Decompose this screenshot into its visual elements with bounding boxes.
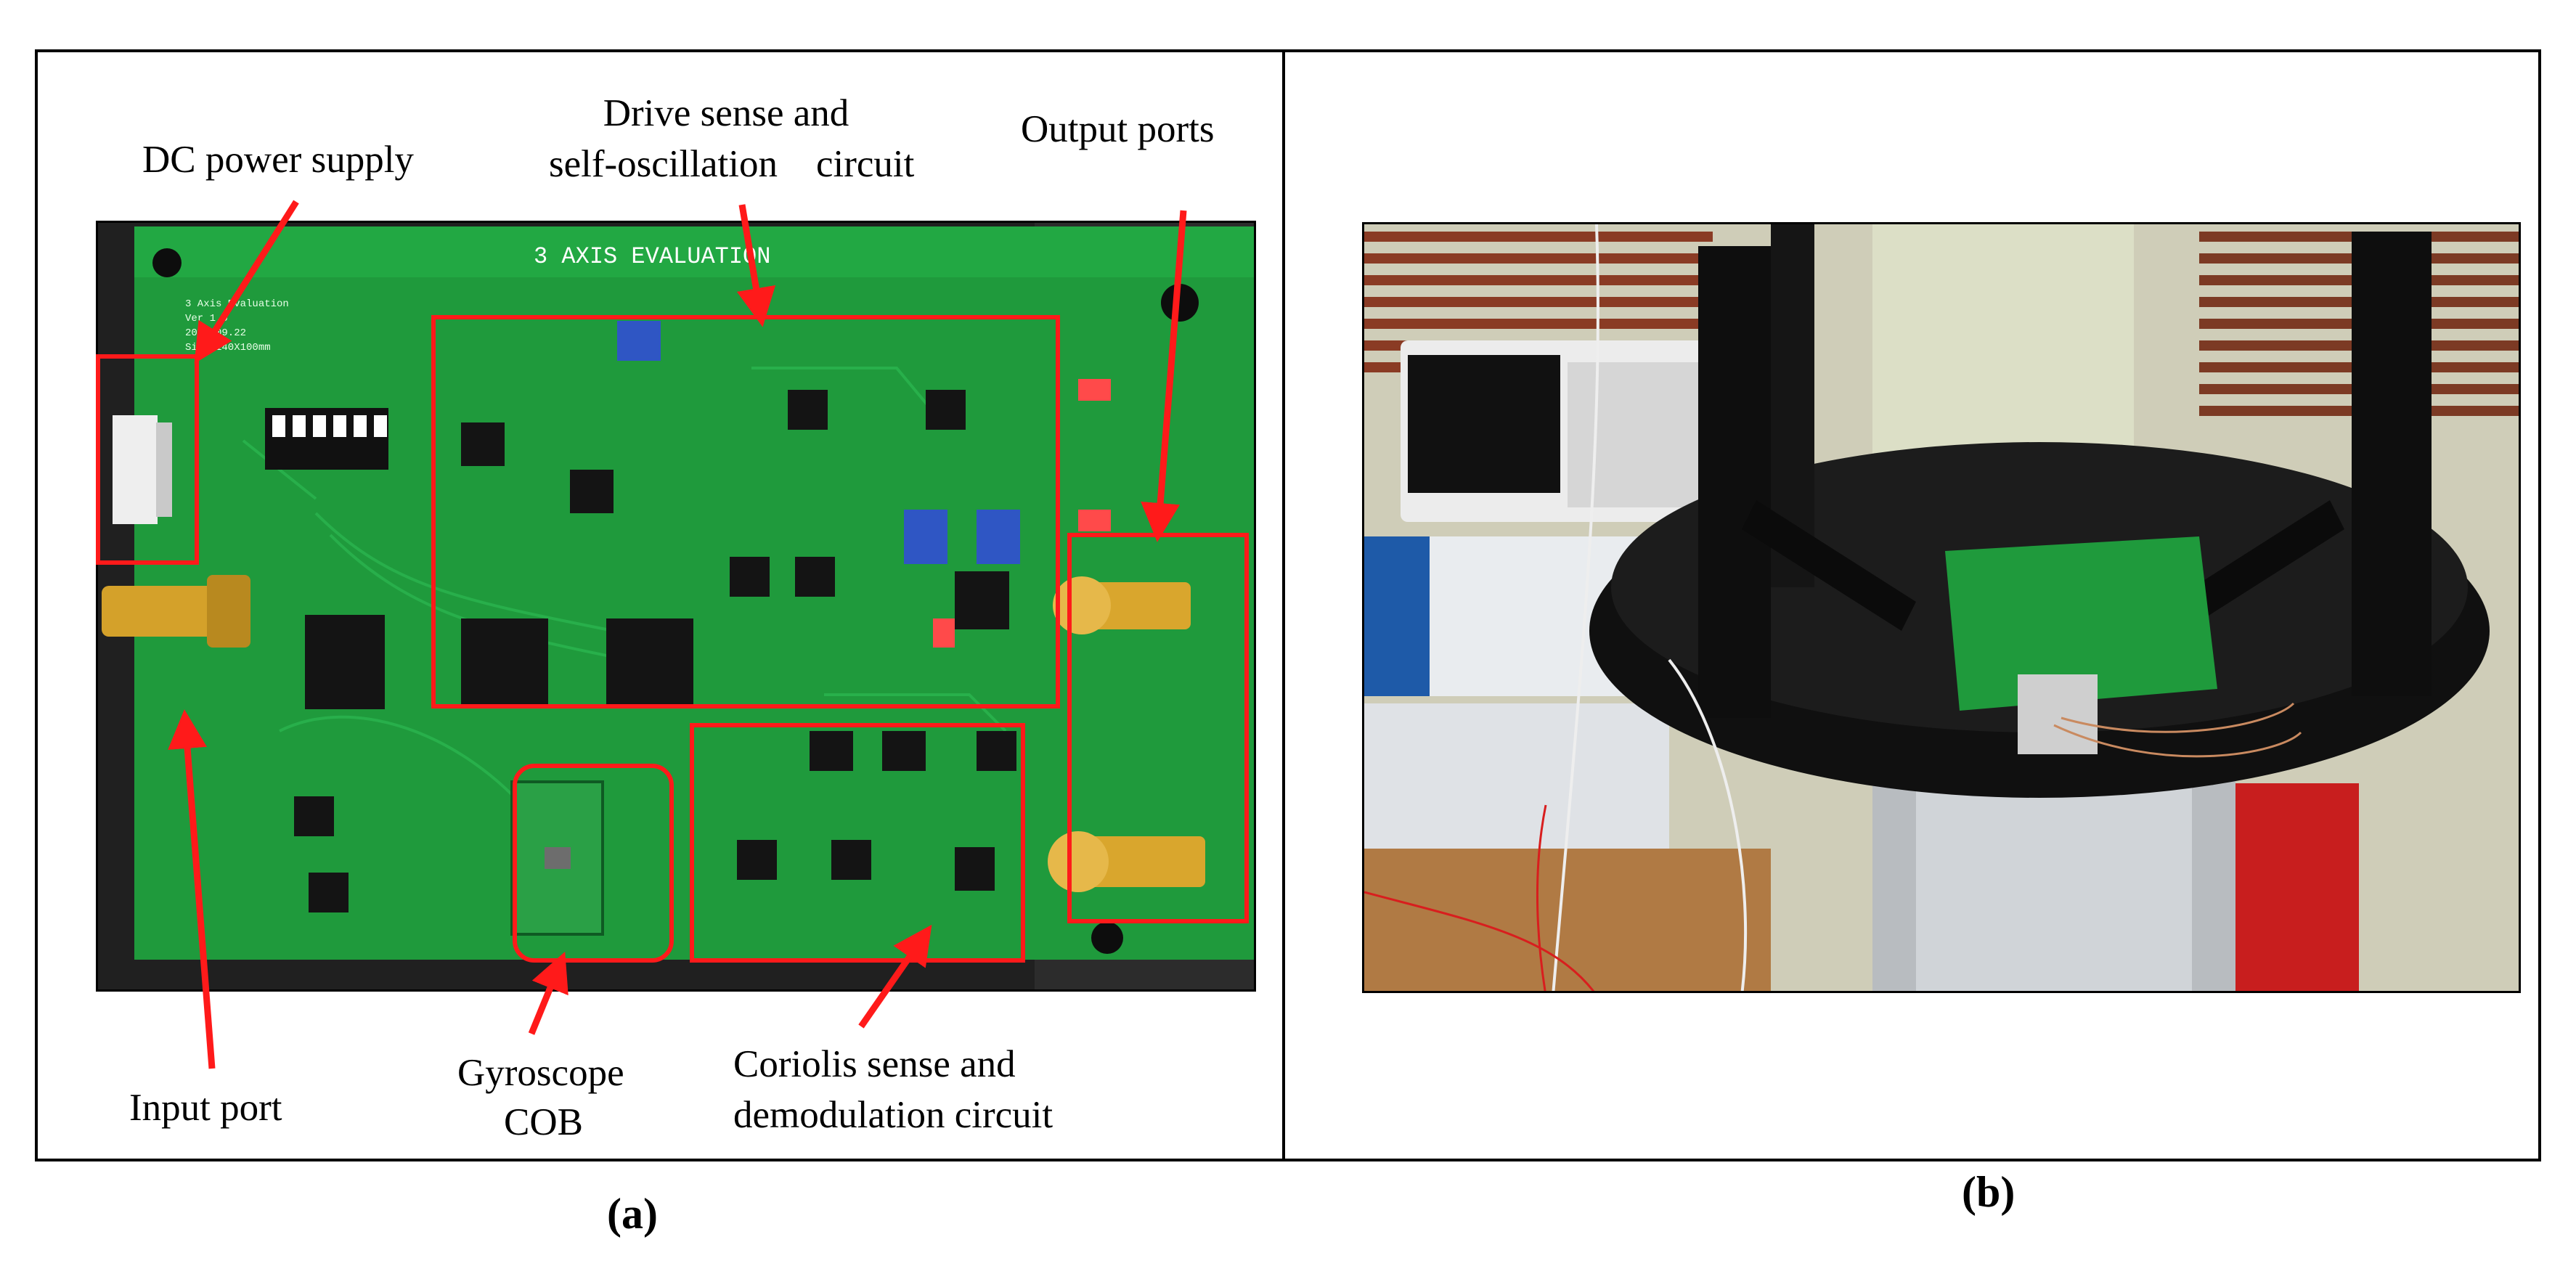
caption-a: (a) [607,1190,658,1238]
caption-b: (b) [1962,1168,2015,1216]
coriolis-circuit-box [690,723,1025,963]
board-silkscreen-title: 3 AXIS EVALUATION [534,243,770,270]
label-dc-power-supply: DC power supply [142,139,414,181]
gyroscope-cob-box [513,764,674,963]
label-gyroscope-line1: Gyroscope [457,1052,624,1094]
label-input-port: Input port [129,1087,282,1129]
board-info-line-1: 3 Axis Evaluation [185,298,289,310]
label-coriolis-line1: Coriolis sense and [733,1043,1016,1085]
label-output-ports: Output ports [1021,108,1215,150]
dc-power-box [96,354,199,565]
board-info-line-2: Ver 1.0 [185,313,228,324]
label-coriolis-line2: demodulation circuit [733,1094,1053,1136]
output-ports-box [1067,533,1249,923]
label-drive-sense-line1: Drive sense and [603,92,849,134]
lab-setup-photo [1362,222,2521,993]
board-info-line-4: Size:140X100mm [185,342,271,354]
drive-circuit-box [431,315,1060,709]
label-drive-sense-line2: self-oscillation circuit [549,143,915,185]
label-gyroscope-line2: COB [504,1101,583,1143]
lab-setup-illustration [1364,224,2519,991]
board-info-line-3: 2017.09.22 [185,327,246,339]
